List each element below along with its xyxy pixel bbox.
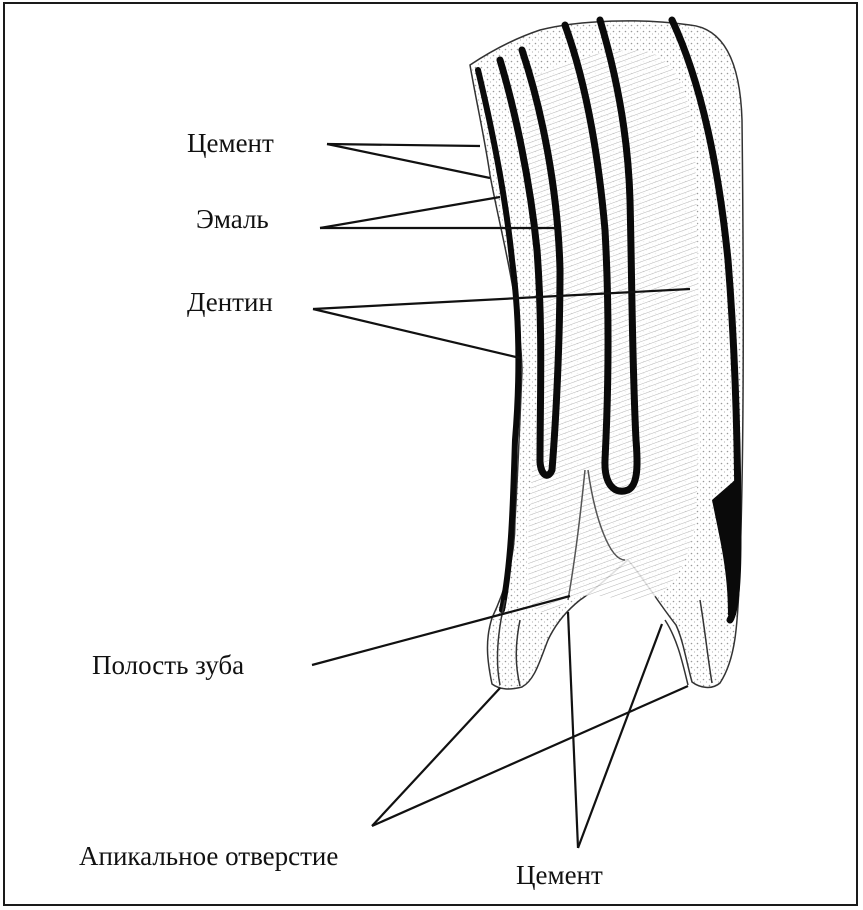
- label-apical-foramen: Апикальное отверстие: [79, 843, 338, 870]
- leader-cement-1: [327, 144, 480, 146]
- label-cement-bottom: Цемент: [516, 862, 603, 889]
- leader-cement-b1: [568, 612, 578, 848]
- leader-cement-b2: [578, 624, 662, 848]
- dentin-region: [525, 50, 699, 612]
- label-pulp-cavity: Полость зуба: [92, 652, 244, 679]
- leader-apical-1: [372, 688, 500, 826]
- leader-enamel-1: [320, 197, 500, 228]
- label-enamel: Эмаль: [196, 206, 269, 233]
- leader-apical-2: [372, 686, 688, 826]
- leader-dentin-2: [313, 309, 520, 358]
- label-dentin: Дентин: [187, 289, 273, 316]
- leader-cement-2: [327, 144, 490, 178]
- label-cement-top: Цемент: [187, 130, 274, 157]
